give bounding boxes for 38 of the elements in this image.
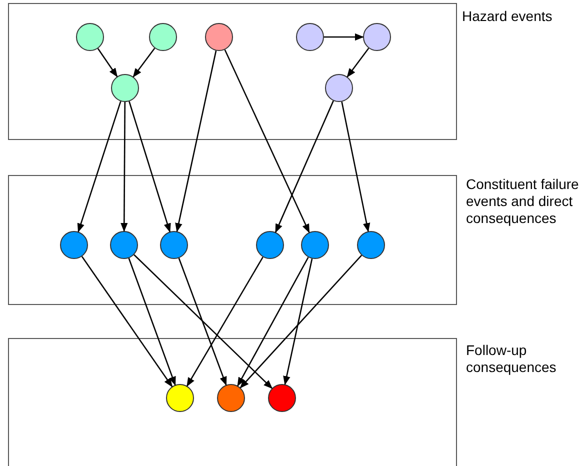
arrow <box>134 254 273 389</box>
event-circle <box>149 23 177 51</box>
event-circle <box>217 384 245 412</box>
arrow <box>120 102 128 232</box>
band-label: Hazard events <box>462 8 554 25</box>
arrow <box>97 48 118 78</box>
event-circle <box>166 384 194 412</box>
arrow <box>237 256 309 387</box>
arrow <box>324 33 364 41</box>
band-label: Follow-up consequences <box>466 342 558 376</box>
event-circle <box>325 74 353 102</box>
event-circle <box>357 231 385 259</box>
event-circle <box>363 23 391 51</box>
event-circle <box>111 74 139 102</box>
band-label: Constituent failure events and direct consequences <box>466 176 580 227</box>
arrow <box>128 101 171 232</box>
event-circle <box>60 231 88 259</box>
event-circle <box>110 231 138 259</box>
arrow <box>77 101 122 233</box>
arrow <box>341 102 370 232</box>
arrow <box>128 258 176 386</box>
event-circle <box>205 23 233 51</box>
event-circle <box>160 231 188 259</box>
event-circle <box>256 231 284 259</box>
arrow <box>275 100 334 234</box>
arrow <box>346 48 370 78</box>
arrow <box>186 256 264 387</box>
arrow <box>224 49 310 234</box>
event-circle <box>301 231 329 259</box>
arrow <box>81 256 173 388</box>
event-circle <box>268 384 296 412</box>
event-circle <box>76 23 104 51</box>
arrow <box>283 258 313 386</box>
arrow <box>175 50 217 232</box>
arrow <box>240 254 362 388</box>
arrow <box>132 48 156 78</box>
event-circle <box>296 23 324 51</box>
arrow <box>178 258 227 386</box>
